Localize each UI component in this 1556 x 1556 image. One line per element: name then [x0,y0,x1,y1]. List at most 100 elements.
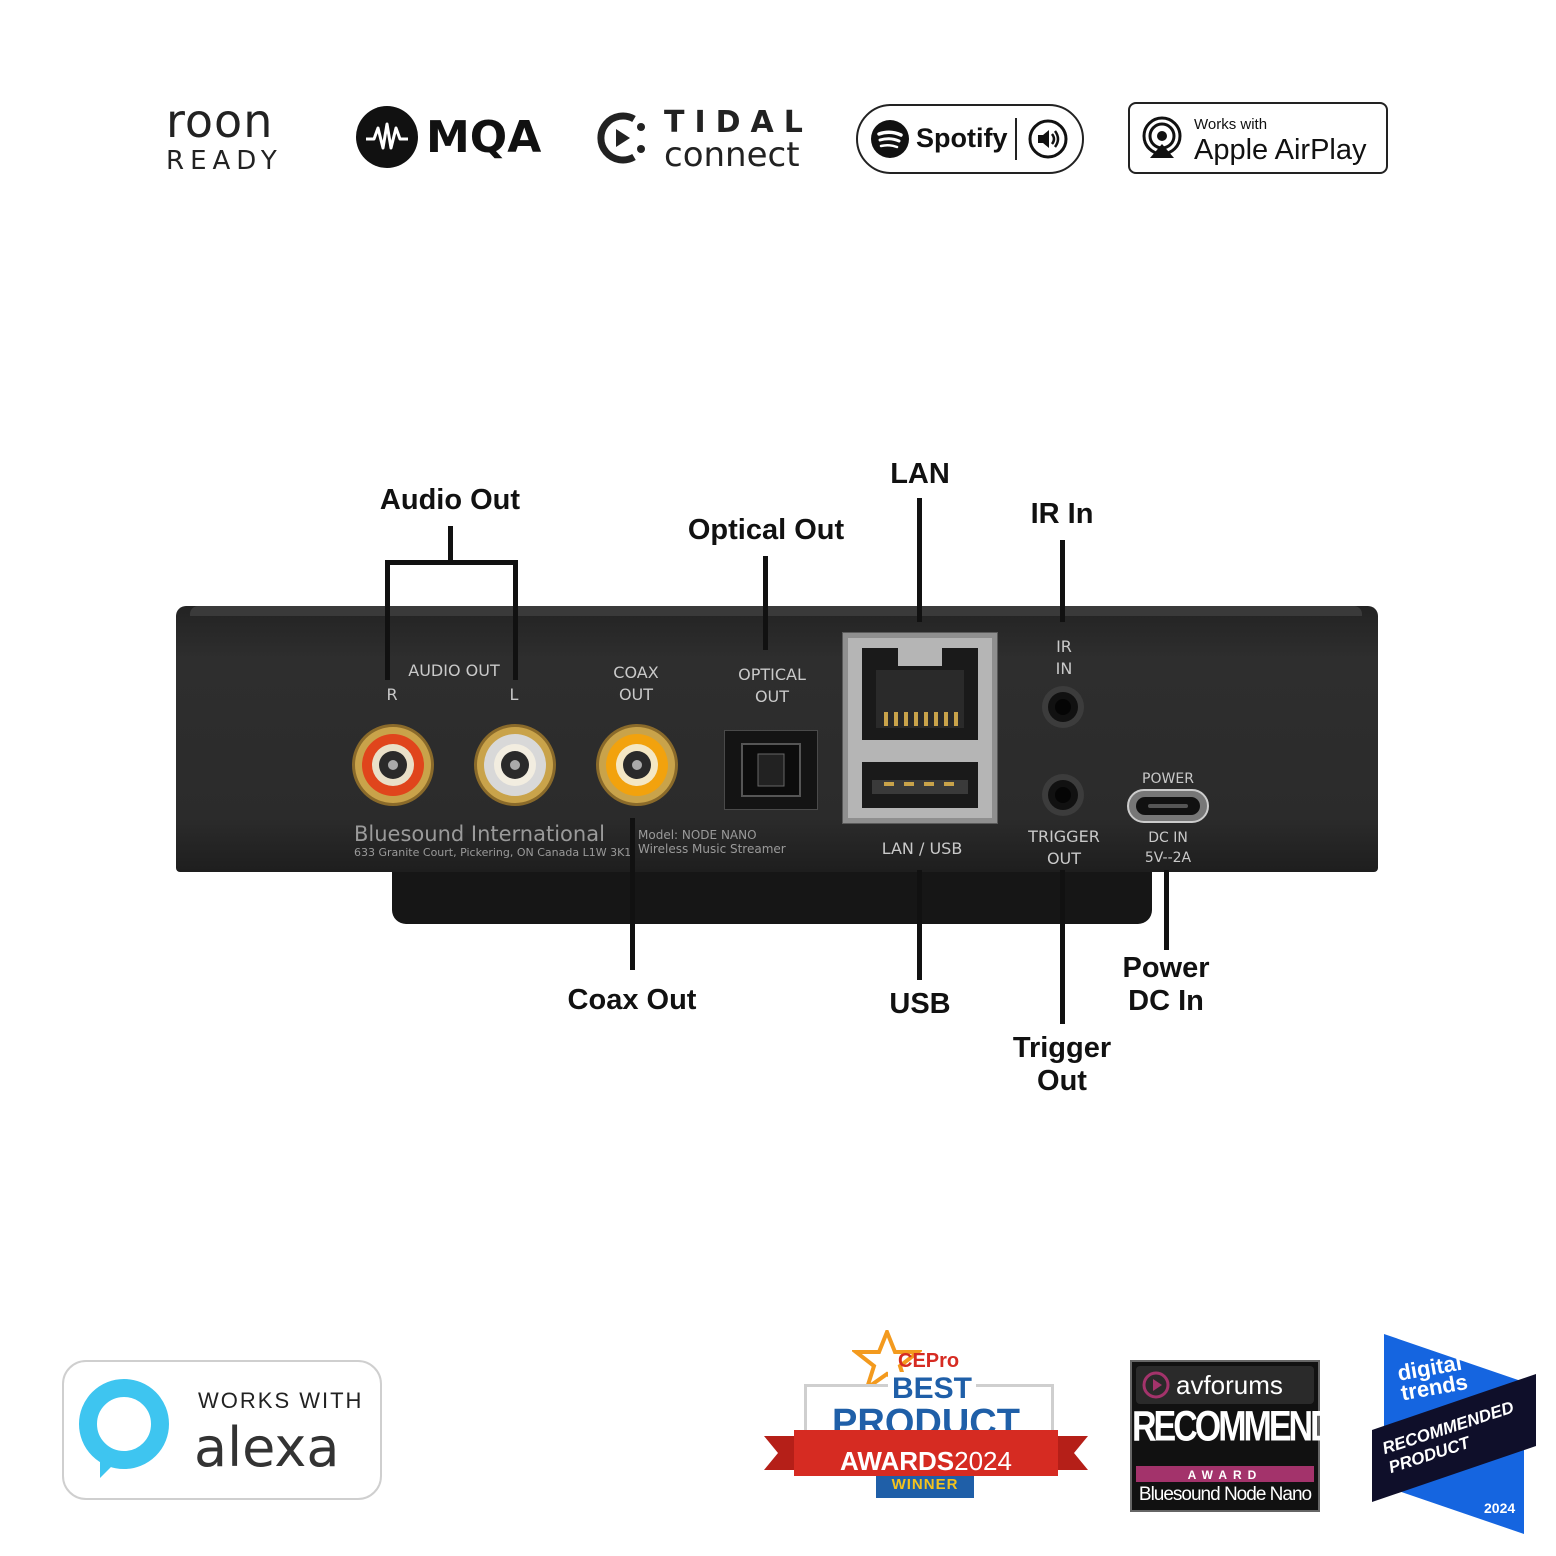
airplay-works-with: Works with [1194,116,1268,133]
roon-logo-text: roon [166,94,274,148]
lan-usb-port-stack [842,632,998,824]
label-ir: IR IN [1034,636,1094,680]
spotify-connect-logo: Spotify [856,104,1084,174]
optical-port [724,730,818,810]
model-block: Model: NODE NANO Wireless Music Streamer [638,828,786,856]
tidal-connect-icon [594,109,652,172]
optical-out-line [763,556,768,650]
label-coax: COAX OUT [596,662,676,706]
airplay-icon [1142,116,1182,158]
device-top-edge [190,606,1362,616]
cepro-year: 2024 [954,1446,1012,1476]
callout-power-dc-in: Power DC In [1106,952,1226,1018]
label-coax-line1: COAX [613,663,659,682]
coax-jack [596,724,678,806]
avforums-award: AWARD [1187,1468,1263,1482]
airplay-name: Apple AirPlay [1194,134,1367,166]
label-trigger-line1: TRIGGER [1028,827,1100,846]
callout-ir-in: IR In [1030,498,1094,530]
ir-in-jack [1042,686,1084,728]
cepro-ribbon [764,1430,1088,1476]
audio-out-stem [448,526,453,564]
cepro-winner: WINNER [891,1476,959,1493]
mqa-wave-icon [356,106,418,168]
cepro-brand: CEPro [898,1350,960,1372]
ir-in-line [1060,540,1065,622]
alexa-badge: WORKS WITH alexa [62,1360,382,1500]
label-dc-line1: DC IN [1148,830,1188,846]
digital-trends-badge-shape [1372,1334,1536,1534]
tidal-text: TIDAL [664,105,813,140]
callout-trigger-line1: Trigger [1012,1032,1112,1064]
mqa-text: MQA [426,111,542,163]
brand-block: Bluesound International 633 Granite Cour… [354,822,631,859]
mqa-logo: MQA [356,106,541,168]
roon-ready-logo: roon READY [166,98,283,174]
connect-text: connect [664,135,800,175]
avforums-play-icon [1142,1371,1170,1399]
trigger-out-jack [1042,774,1084,816]
rca-right-jack [352,724,434,806]
avforums-award-bar: AWARD [1136,1466,1314,1482]
dt-year: 2024 [1484,1500,1516,1516]
coax-out-line [630,818,635,970]
callout-lan: LAN [890,458,950,490]
callout-power-line1: Power [1122,952,1210,984]
callout-trigger-out: Trigger Out [1002,1032,1122,1098]
cepro-awards: AWARDS [840,1446,955,1476]
spotify-icon [871,120,909,158]
callout-trigger-line2: Out [1037,1065,1087,1097]
callout-power-line2: DC In [1128,985,1204,1017]
label-ir-line1: IR [1056,637,1072,656]
label-r: R [386,685,398,704]
avforums-header: avforums [1136,1366,1314,1404]
audio-out-line-l [513,560,518,680]
power-line [1164,870,1169,950]
cepro-best: BEST [888,1372,977,1406]
label-optical-line1: OPTICAL [738,665,806,684]
avforums-product: Bluesound Node Nano [1138,1484,1312,1505]
audio-out-bracket [385,560,518,565]
label-lan-usb: LAN / USB [881,839,963,858]
spotify-divider [1015,118,1017,160]
audio-out-line-r [385,560,390,680]
spotify-text: Spotify [916,123,1008,153]
label-trigger-line2: OUT [1046,849,1082,868]
trigger-out-line [1060,870,1065,1024]
label-ir-line2: IN [1055,659,1073,678]
label-dc-line2: 5V--2A [1144,850,1192,866]
label-optical-line2: OUT [754,687,790,706]
device-base [392,866,1152,924]
alexa-name: alexa [194,1416,340,1479]
avforums-badge: avforums RECOMMENDED AWARD Bluesound Nod… [1130,1360,1376,1512]
usb-line [917,870,922,980]
label-dc-in: DC IN 5V--2A [1118,828,1218,868]
callout-audio-out: Audio Out [379,484,521,516]
callout-usb: USB [889,988,951,1020]
brand-name: Bluesound International [354,822,605,846]
label-coax-line2: OUT [618,685,654,704]
lan-line [917,498,922,622]
label-optical: OPTICAL OUT [722,664,822,708]
label-l: L [509,685,519,704]
roon-ready-text: READY [166,146,283,176]
label-power: POWER [1142,771,1194,787]
cepro-star-icon [852,1330,922,1390]
airplay-logo: Works with Apple AirPlay [1128,102,1388,174]
model-desc: Wireless Music Streamer [638,842,786,856]
model-name: Model: NODE NANO [638,828,757,842]
alexa-ring-icon [79,1379,169,1478]
alexa-works-with: WORKS WITH [198,1388,364,1413]
tidal-connect-logo: TIDAL connect [594,108,813,172]
usb-c-power-port [1127,789,1209,823]
cepro-award-badge: CEPro BEST PRODUCT AWARDS2024 WINNER [764,1330,1088,1500]
speaker-icon [1028,119,1068,159]
cepro-winner-bar: WINNER [876,1476,974,1498]
avforums-brand: avforums [1176,1370,1283,1400]
callout-coax-out: Coax Out [567,984,697,1016]
brand-address: 633 Granite Court, Pickering, ON Canada … [354,846,632,859]
cepro-awards-row: AWARDS2024 [794,1446,1058,1477]
avforums-recommended: RECOMMENDED [1132,1403,1376,1451]
label-audio-out: AUDIO OUT [408,661,500,680]
label-trigger: TRIGGER OUT [1014,826,1114,870]
